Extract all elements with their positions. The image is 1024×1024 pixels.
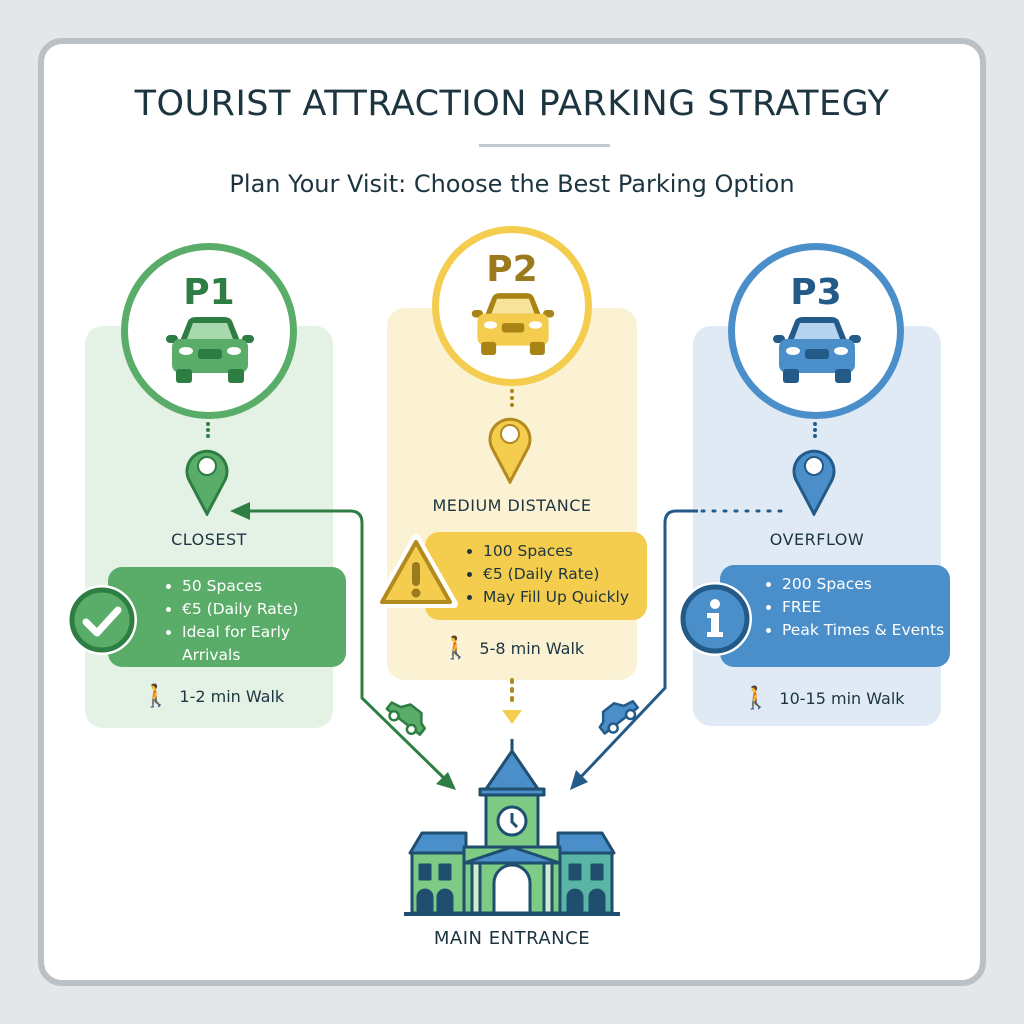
p1-walk-label: 1-2 min Walk [179, 687, 285, 706]
p1-walk-time: 🚶 1-2 min Walk [142, 684, 284, 709]
p1-route-arrow [230, 502, 456, 790]
dotted-connector [206, 422, 214, 438]
warning-icon [374, 534, 458, 608]
p3-badge: P3 [728, 243, 904, 419]
green-car-icon [385, 701, 427, 736]
location-pin-icon [488, 417, 532, 484]
p1-detail: €5 (Daily Rate) [182, 598, 346, 621]
p3-label: P3 [790, 272, 842, 313]
info-icon [678, 582, 752, 656]
blue-car-icon [598, 700, 640, 735]
p2-details-box: 100 Spaces €5 (Daily Rate) May Fill Up Q… [425, 532, 647, 620]
p2-detail: 100 Spaces [483, 540, 647, 563]
main-entrance-label: MAIN ENTRANCE [433, 928, 591, 949]
p3-zone-label: OVERFLOW [769, 530, 865, 549]
p2-badge: P2 [432, 226, 592, 386]
p3-detail: Peak Times & Events [782, 619, 950, 642]
p3-route-arrow [570, 509, 792, 790]
location-pin-icon [792, 449, 836, 516]
p2-detail: €5 (Daily Rate) [483, 563, 647, 586]
p3-walk-label: 10-15 min Walk [779, 689, 905, 708]
car-icon [773, 317, 861, 383]
walking-person-icon: 🚶 [742, 686, 770, 711]
dotted-connector [510, 389, 518, 407]
p2-route-arrow [502, 678, 522, 724]
page-subtitle: Plan Your Visit: Choose the Best Parking… [229, 170, 795, 198]
title-divider [479, 144, 610, 147]
p3-detail: 200 Spaces [782, 573, 950, 596]
p3-detail: FREE [782, 596, 950, 619]
walking-person-icon: 🚶 [442, 636, 470, 661]
p2-label: P2 [486, 249, 538, 290]
p2-walk-label: 5-8 min Walk [479, 639, 585, 658]
car-icon [471, 293, 555, 355]
checkmark-icon [67, 585, 137, 655]
p3-details-box: 200 Spaces FREE Peak Times & Events [720, 565, 950, 667]
p1-zone-label: CLOSEST [171, 530, 247, 549]
dotted-connector [813, 422, 821, 438]
car-icon [166, 317, 254, 383]
p3-walk-time: 🚶 10-15 min Walk [742, 686, 905, 711]
p2-detail: May Fill Up Quickly [483, 586, 647, 609]
page-title: TOURIST ATTRACTION PARKING STRATEGY [134, 84, 890, 124]
p2-walk-time: 🚶 5-8 min Walk [442, 636, 584, 661]
p1-details-box: 50 Spaces €5 (Daily Rate) Ideal for Earl… [108, 567, 346, 667]
walking-person-icon: 🚶 [142, 684, 170, 709]
p1-detail: 50 Spaces [182, 575, 346, 598]
location-pin-icon [185, 449, 229, 516]
building-icon [404, 739, 620, 916]
p1-label: P1 [183, 272, 235, 313]
p1-badge: P1 [121, 243, 297, 419]
p1-detail: Ideal for Early Arrivals [182, 621, 346, 667]
p2-zone-label: MEDIUM DISTANCE [432, 496, 592, 515]
